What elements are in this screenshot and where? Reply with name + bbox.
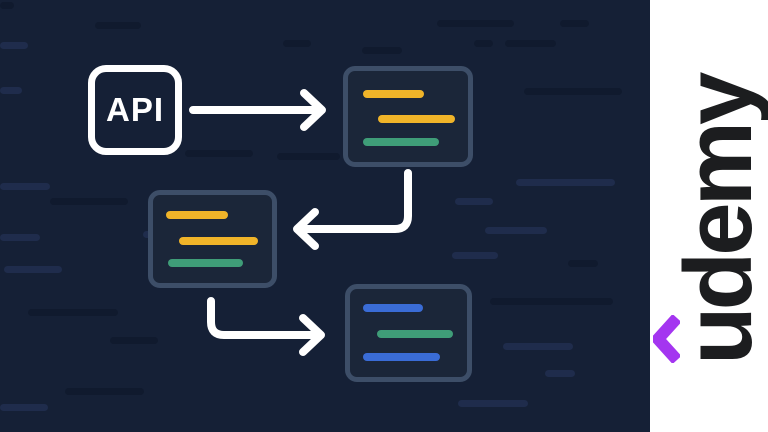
background-dash [0,87,22,94]
background-dash [95,22,141,29]
background-dash [485,227,547,234]
background-dash [185,150,253,157]
background-dash [0,42,28,49]
background-dash [516,179,615,186]
background-dash [560,20,589,27]
background-dash [50,198,128,205]
arrow-api-to-card1 [189,89,326,131]
brand-panel: udemy [650,0,768,432]
code-line [179,237,258,245]
code-line [363,90,424,98]
code-line [363,138,439,146]
diagram-canvas: API [0,2,622,411]
code-card-3 [345,284,472,382]
code-line [377,330,453,338]
udemy-logo-text: udemy [665,75,768,365]
background-dash [110,337,158,344]
background-dash [524,88,622,95]
background-dash [4,266,62,273]
code-line [168,259,243,267]
background-dash [452,252,498,259]
background-dash [455,198,493,205]
arrow-card1-to-card2 [293,169,412,250]
code-line [166,211,228,219]
background-dash [437,20,514,27]
code-line [363,353,440,361]
udemy-chevron-icon [653,315,680,363]
code-line [363,304,423,312]
background-dash [0,404,48,411]
api-label: API [105,91,164,128]
background-dash [505,40,556,47]
background-dash [0,2,14,9]
background-dash [474,40,493,47]
background-dash [545,370,575,377]
api-node: API [88,65,182,155]
background-dash [283,40,311,47]
flow-arrows [189,89,412,356]
background-dash [568,260,598,267]
arrow-card2-to-card3 [207,297,325,356]
code-card-1 [343,66,473,167]
background-dash [503,343,573,350]
background-dash [362,47,402,54]
background-dash [458,400,528,407]
background-dash [0,183,50,190]
code-line [378,115,455,123]
background-dash [490,298,613,305]
background-dash [0,234,40,241]
background-dash [65,388,144,395]
code-card-2 [148,190,277,288]
background-dash [28,309,118,316]
background-dash [277,153,340,160]
